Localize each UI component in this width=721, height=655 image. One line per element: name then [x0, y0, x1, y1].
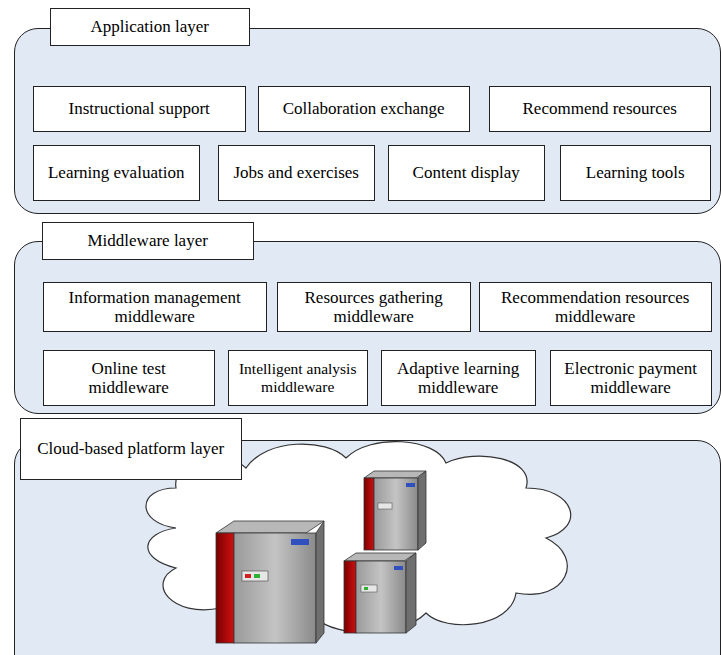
- platform-layer-band: Cloud-based platform layer: [14, 440, 721, 655]
- box-label: Information management middleware: [50, 288, 260, 326]
- server-small-bottom: [344, 553, 416, 633]
- box-label: Learning evaluation: [48, 163, 184, 182]
- middleware-box: Adaptive learning middleware: [381, 350, 536, 406]
- server-large: [216, 521, 324, 643]
- application-box: Learning tools: [560, 145, 711, 201]
- box-label: Intelligent analysis middleware: [235, 360, 361, 395]
- box-label: Electronic payment middleware: [557, 359, 705, 397]
- middleware-layer-band: Middleware layerInformation management m…: [14, 241, 721, 414]
- middleware-box: Online test middleware: [43, 350, 215, 406]
- application-box: Learning evaluation: [33, 145, 200, 201]
- box-label: Content display: [413, 163, 520, 182]
- application-layer-band: Application layerInstructional supportCo…: [14, 28, 721, 214]
- box-label: Online test middleware: [50, 359, 208, 397]
- application-box: Recommend resources: [489, 86, 711, 132]
- application-box: Collaboration exchange: [258, 86, 470, 132]
- box-label: Collaboration exchange: [283, 99, 445, 118]
- box-label: Adaptive learning middleware: [388, 359, 529, 397]
- application-box: Instructional support: [33, 86, 246, 132]
- server-small-top: [364, 471, 426, 550]
- box-label: Jobs and exercises: [233, 163, 359, 182]
- middleware-box: Information management middleware: [43, 282, 267, 332]
- layer-heading: Cloud-based platform layer: [20, 418, 242, 480]
- box-label: Learning tools: [586, 163, 685, 182]
- application-box: Content display: [388, 145, 545, 201]
- layer-heading: Application layer: [50, 8, 250, 46]
- box-label: Instructional support: [69, 99, 210, 118]
- application-box: Jobs and exercises: [218, 145, 375, 201]
- box-label: Resources gathering middleware: [284, 288, 464, 326]
- middleware-box: Electronic payment middleware: [550, 350, 712, 406]
- middleware-box: Intelligent analysis middleware: [228, 350, 368, 406]
- box-label: Recommendation resources middleware: [486, 288, 705, 326]
- middleware-box: Resources gathering middleware: [277, 282, 471, 332]
- box-label: Recommend resources: [523, 99, 677, 118]
- middleware-box: Recommendation resources middleware: [479, 282, 712, 332]
- layer-heading: Middleware layer: [42, 222, 254, 260]
